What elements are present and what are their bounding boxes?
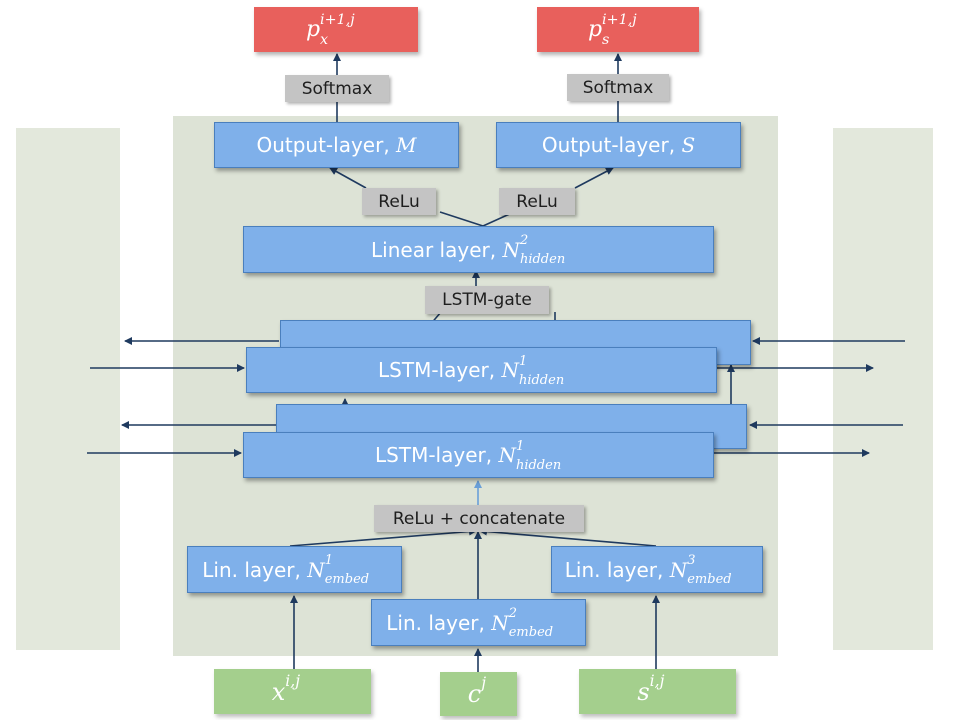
softmax-left: Softmax xyxy=(285,75,389,102)
left-context-panel xyxy=(16,128,120,650)
relu-concatenate: ReLu + concatenate xyxy=(374,505,584,532)
output-layer-m: Output-layer, M xyxy=(214,122,459,168)
embed-1-label: Lin. layer, xyxy=(202,557,301,582)
relu-left: ReLu xyxy=(362,188,436,215)
output-layer-m-symbol: M xyxy=(396,133,417,157)
output-layer-s-label: Output-layer, xyxy=(541,133,676,157)
lstm-lower-label: LSTM-layer, xyxy=(375,443,493,467)
lstm-gate: LSTM-gate xyxy=(425,286,549,314)
relu-right: ReLu xyxy=(499,188,575,215)
lstm-upper-label: LSTM-layer, xyxy=(378,358,496,382)
softmax-right: Softmax xyxy=(567,74,669,101)
output-layer-m-label: Output-layer, xyxy=(256,133,390,157)
right-context-panel xyxy=(833,128,933,650)
embed-3-label: Lin. layer, xyxy=(564,557,664,582)
linear-layer-label: Linear layer, xyxy=(371,237,497,262)
output-layer-s: Output-layer, S xyxy=(496,122,741,168)
output-layer-s-symbol: S xyxy=(681,133,696,157)
embed-2-label: Lin. layer, xyxy=(386,610,485,635)
